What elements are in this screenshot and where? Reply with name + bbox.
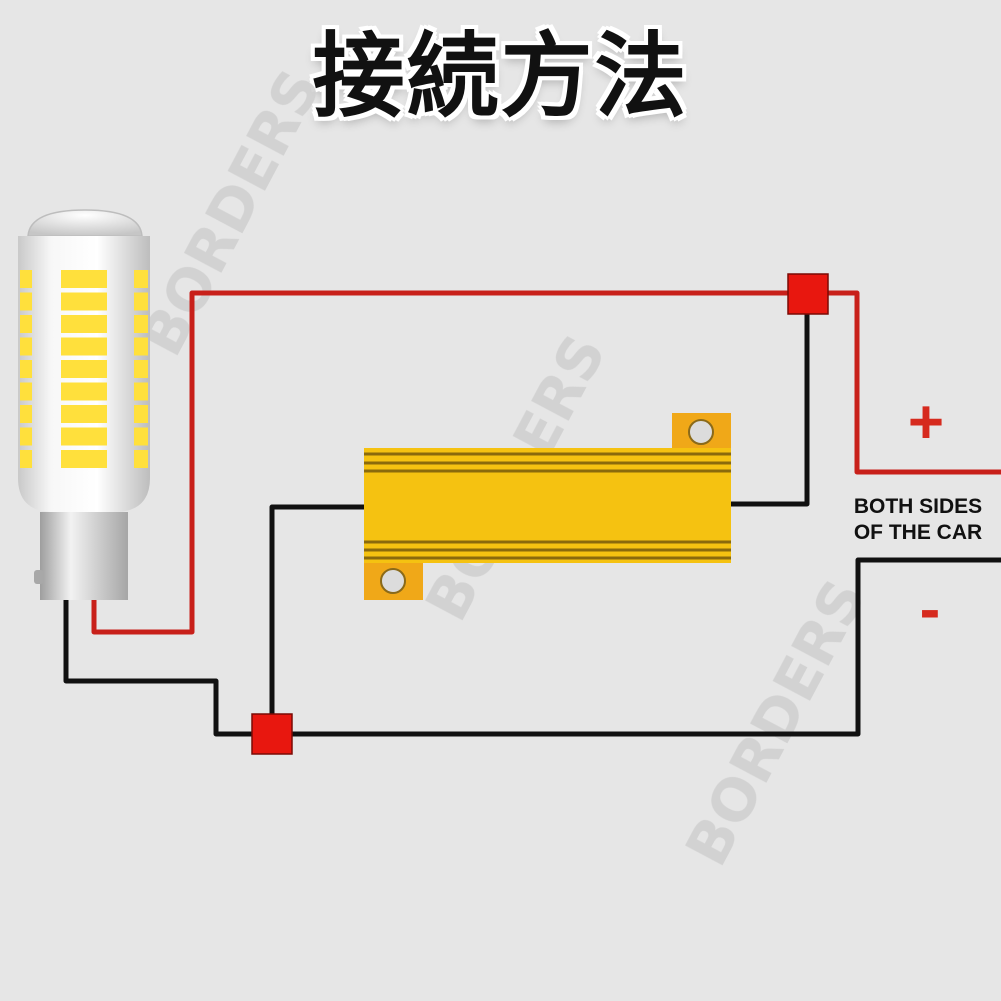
bulb-base	[40, 512, 128, 600]
positive-sign: +	[907, 388, 945, 457]
led-chip	[20, 270, 32, 288]
led-chip	[20, 337, 32, 356]
led-chip	[61, 360, 107, 378]
led-chip	[134, 337, 148, 356]
led-chip	[134, 427, 148, 446]
negative-junction	[251, 713, 293, 755]
led-chip	[134, 382, 148, 401]
load-resistor	[364, 413, 731, 600]
led-chip	[61, 450, 107, 468]
watermark-text: BORDERS	[127, 59, 334, 367]
bulb-lens	[27, 209, 143, 237]
watermark-text: BORDERS	[672, 569, 879, 877]
led-chip	[61, 337, 107, 356]
led-chip-group	[20, 270, 148, 468]
led-chip	[61, 292, 107, 311]
led-chip	[20, 292, 32, 311]
page-title: 接続方法	[312, 23, 689, 130]
negative-sign: -	[919, 575, 941, 644]
negative-wire	[63, 293, 1001, 737]
led-chip	[134, 292, 148, 311]
led-chip	[20, 427, 32, 446]
led-chip	[20, 315, 32, 333]
both-sides-line1: BOTH SIDES	[853, 495, 983, 518]
led-chip	[20, 450, 32, 468]
led-chip	[20, 405, 32, 423]
positive-wire	[91, 290, 1001, 635]
led-chip	[61, 382, 107, 401]
led-chip	[20, 360, 32, 378]
led-chip	[20, 382, 32, 401]
led-chip	[61, 405, 107, 423]
led-chip	[134, 405, 148, 423]
led-chip	[61, 315, 107, 333]
led-chip	[134, 315, 148, 333]
resistor-body	[364, 448, 731, 563]
led-bulb	[18, 209, 150, 600]
led-chip	[134, 450, 148, 468]
both-sides-label: BOTH SIDES OF THE CAR	[838, 494, 998, 546]
both-sides-line2: OF THE CAR	[853, 521, 983, 544]
led-chip	[134, 270, 148, 288]
led-chip	[61, 270, 107, 288]
positive-junction	[787, 273, 829, 315]
led-chip	[61, 427, 107, 446]
led-chip	[134, 360, 148, 378]
